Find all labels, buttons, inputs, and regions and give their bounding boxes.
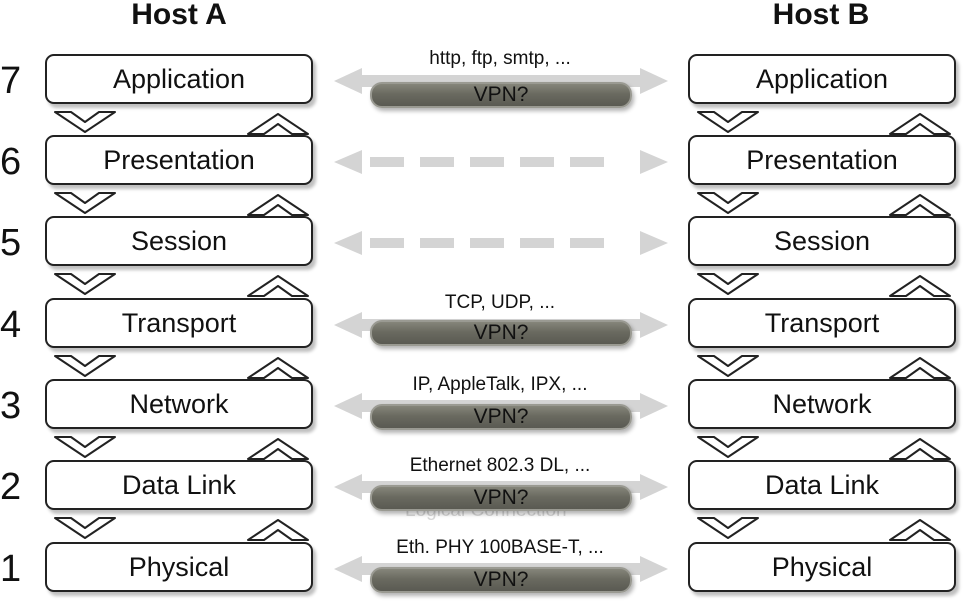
layer-number-4: 4 bbox=[0, 304, 22, 346]
vpn-pipe-network: VPN? bbox=[370, 404, 632, 430]
vpn-pipe-datalink: VPN? bbox=[370, 485, 632, 511]
layer-number-2: 2 bbox=[0, 466, 22, 508]
protocol-physical: Eth. PHY 100BASE-T, ... bbox=[396, 537, 604, 558]
layer-number-1: 1 bbox=[0, 548, 22, 590]
arrow-layer-7 bbox=[334, 68, 668, 94]
layer-number-5: 5 bbox=[0, 222, 22, 264]
host-b-layer-datalink: Data Link bbox=[688, 460, 956, 510]
host-a-layer-session: Session bbox=[45, 216, 313, 266]
layer-number-6: 6 bbox=[0, 141, 22, 183]
vpn-pipe-transport: VPN? bbox=[370, 320, 632, 346]
host-b-layer-application: Application bbox=[688, 54, 956, 104]
host-a-layer-physical: Physical bbox=[45, 542, 313, 592]
host-b-layer-physical: Physical bbox=[688, 542, 956, 592]
host-a-layer-presentation: Presentation bbox=[45, 135, 313, 185]
protocol-application: http, ftp, smtp, ... bbox=[429, 48, 571, 69]
host-b-title: Host B bbox=[772, 0, 870, 31]
host-a-title: Host A bbox=[131, 0, 227, 31]
host-a-layer-datalink: Data Link bbox=[45, 460, 313, 510]
vpn-pipe-physical: VPN? bbox=[370, 567, 632, 593]
host-a-layer-application: Application bbox=[45, 54, 313, 104]
layer-number-7: 7 bbox=[0, 60, 22, 102]
host-a-layer-transport: Transport bbox=[45, 298, 313, 348]
host-a-layer-network: Network bbox=[45, 379, 313, 429]
host-b-layer-network: Network bbox=[688, 379, 956, 429]
vpn-pipe-application: VPN? bbox=[370, 82, 632, 108]
host-b-layer-session: Session bbox=[688, 216, 956, 266]
protocol-datalink: Ethernet 802.3 DL, ... bbox=[409, 455, 591, 476]
protocol-transport: TCP, UDP, ... bbox=[444, 292, 556, 313]
layer-number-3: 3 bbox=[0, 385, 22, 427]
arrow-layer-5 bbox=[334, 231, 668, 255]
protocol-network: IP, AppleTalk, IPX, ... bbox=[412, 374, 588, 395]
host-b-layer-presentation: Presentation bbox=[688, 135, 956, 185]
arrow-layer-6 bbox=[334, 150, 668, 174]
host-b-layer-transport: Transport bbox=[688, 298, 956, 348]
